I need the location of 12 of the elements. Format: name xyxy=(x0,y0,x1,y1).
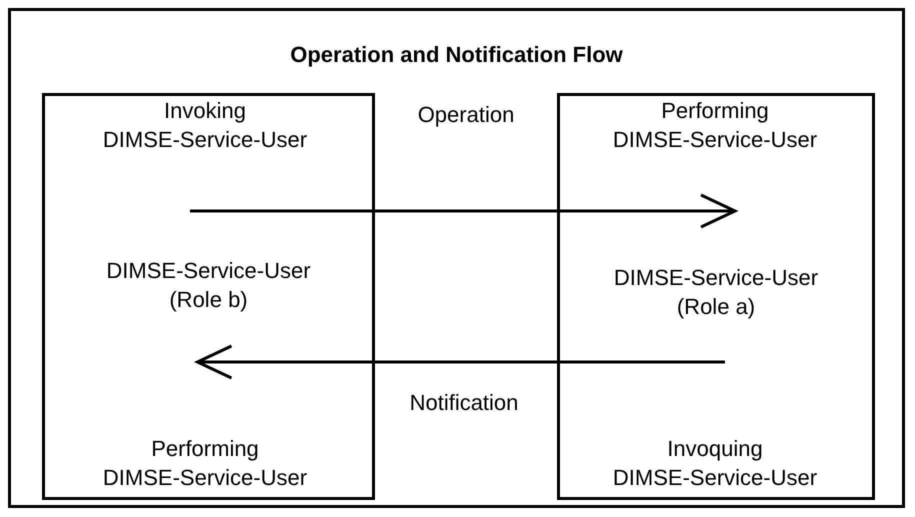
role-label: DIMSE-Service-User (Role b) xyxy=(105,257,312,314)
frame-heading: Operation and Notification Flow xyxy=(290,41,623,69)
service-user-label: Performing DIMSE-Service-User xyxy=(102,435,308,492)
role-box xyxy=(557,93,875,500)
arrow xyxy=(196,344,725,380)
role-label: DIMSE-Service-User (Role a) xyxy=(612,264,820,321)
diagram-frame xyxy=(8,8,905,508)
service-user-label: Invoking DIMSE-Service-User xyxy=(102,97,308,154)
service-user-label: Invoquing DIMSE-Service-User xyxy=(612,435,818,492)
role-box xyxy=(42,93,375,500)
arrow xyxy=(190,194,736,228)
service-user-label: Performing DIMSE-Service-User xyxy=(612,97,818,154)
